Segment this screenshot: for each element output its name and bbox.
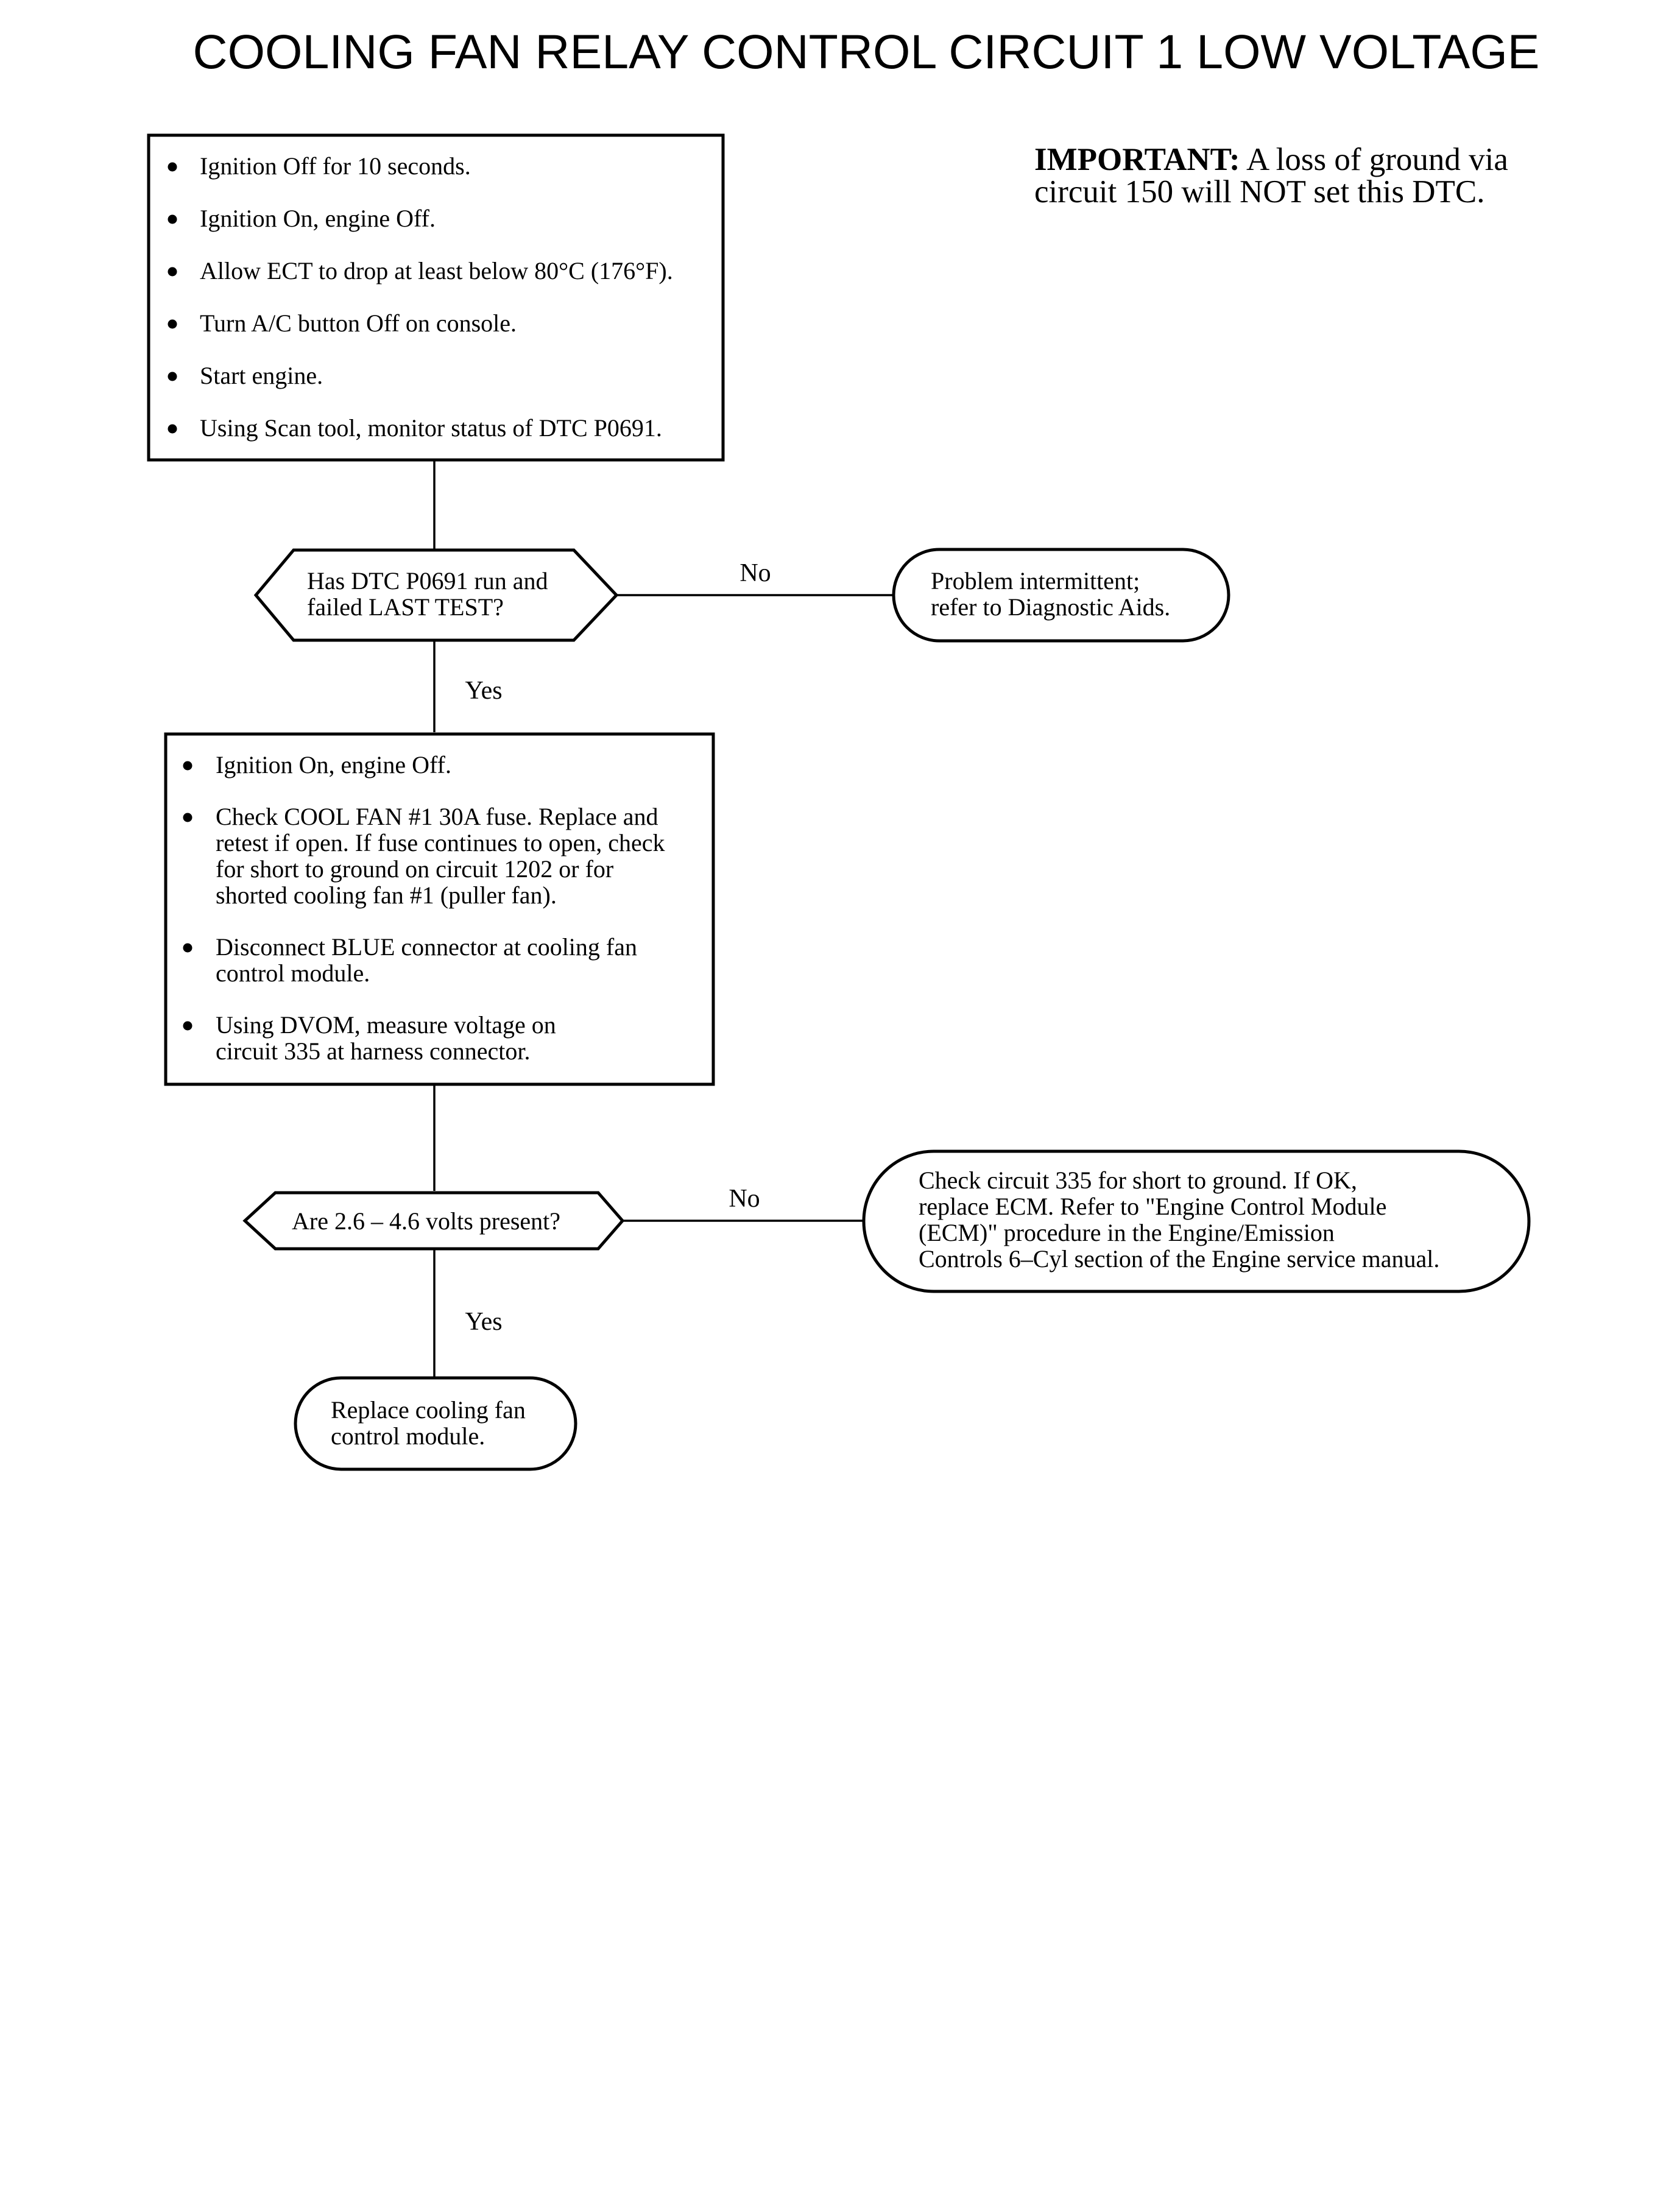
step1-bullet-2-line-1: Ignition On, engine Off. (200, 205, 436, 232)
decision-1-line-1: Has DTC P0691 run and (307, 567, 548, 595)
step2-bullet-3-line-2: control module. (216, 959, 370, 987)
result-1-terminal: Problem intermittent; refer to Diagnosti… (892, 548, 1230, 643)
bullet-icon (183, 943, 192, 953)
bullet-icon (183, 1021, 192, 1031)
step2-bullet-2-line-2: retest if open. If fuse continues to ope… (216, 829, 665, 856)
result-2-line-4: Controls 6–Cyl section of the Engine ser… (919, 1245, 1439, 1273)
result-1-line-2: refer to Diagnostic Aids. (931, 593, 1170, 621)
step-2-bullets: Ignition On, engine Off. Check COOL FAN #… (183, 751, 665, 1065)
step2-bullet-3-line-1: Disconnect BLUE connector at cooling fan (216, 933, 637, 961)
step1-bullet-1-line-1: Ignition Off for 10 seconds. (200, 152, 471, 180)
bullet-icon (183, 761, 192, 771)
page-title: COOLING FAN RELAY CONTROL CIRCUIT 1 LOW … (193, 24, 1540, 79)
important-line-2: circuit 150 will NOT set this DTC. (1034, 174, 1485, 210)
step2-bullet-4-line-1: Using DVOM, measure voltage on (216, 1011, 556, 1039)
step-1-bullets: Ignition Off for 10 seconds. Ignition On,… (168, 152, 673, 442)
bullet-icon (168, 424, 177, 434)
step2-bullet-2-line-3: for short to ground on circuit 1202 or f… (216, 855, 613, 883)
decision-1-line-2: failed LAST TEST? (307, 593, 504, 621)
decision-2: Are 2.6 – 4.6 volts present? (242, 1191, 625, 1251)
decision-2-line-1: Are 2.6 – 4.6 volts present? (292, 1207, 560, 1235)
step-1-box: Ignition Off for 10 seconds. Ignition On,… (147, 133, 725, 462)
result-3-terminal: Replace cooling fan control module. (294, 1376, 577, 1471)
step1-bullet-5-line-1: Start engine. (200, 362, 323, 389)
step2-bullet-4-line-2: circuit 335 at harness connector. (216, 1037, 530, 1065)
step1-bullet-6-line-1: Using Scan tool, monitor status of DTC P… (200, 414, 662, 442)
decision-1: Has DTC P0691 run and failed LAST TEST? (253, 548, 619, 642)
result-2-line-2: replace ECM. Refer to "Engine Control Mo… (919, 1193, 1386, 1220)
step2-bullet-2-line-1: Check COOL FAN #1 30A fuse. Replace and (216, 803, 658, 830)
important-line-1: A loss of ground via (1246, 142, 1508, 177)
result-2-terminal: Check circuit 335 for short to ground. I… (862, 1149, 1531, 1293)
yes-label-2: Yes (465, 1308, 502, 1336)
important-label: IMPORTANT: (1034, 142, 1240, 177)
result-3-line-2: control module. (331, 1422, 485, 1450)
yes-label-1: Yes (465, 677, 502, 705)
bullet-icon (168, 162, 177, 172)
bullet-icon (168, 214, 177, 224)
important-note: IMPORTANT: A loss of ground via circuit … (1034, 142, 1508, 210)
result-1-line-1: Problem intermittent; (931, 567, 1140, 595)
bullet-icon (168, 267, 177, 277)
step1-bullet-3-line-1: Allow ECT to drop at least below 80°C (1… (200, 257, 673, 284)
step-2-box: Ignition On, engine Off. Check COOL FAN #… (164, 732, 715, 1086)
svg-text:IMPORTANT: A loss of ground vi: IMPORTANT: A loss of ground via (1034, 142, 1508, 177)
result-2-line-3: (ECM)" procedure in the Engine/Emission (919, 1219, 1335, 1246)
step2-bullet-1-line-1: Ignition On, engine Off. (216, 751, 451, 778)
bullet-icon (168, 372, 177, 381)
bullet-icon (168, 319, 177, 329)
result-2-line-1: Check circuit 335 for short to ground. I… (919, 1167, 1357, 1194)
step2-bullet-2-line-4: shorted cooling fan #1 (puller fan). (216, 881, 557, 909)
step1-bullet-4-line-1: Turn A/C button Off on console. (200, 309, 517, 337)
no-label-2: No (729, 1185, 760, 1213)
no-label-1: No (739, 559, 771, 587)
result-3-line-1: Replace cooling fan (331, 1396, 526, 1424)
bullet-icon (183, 813, 192, 822)
